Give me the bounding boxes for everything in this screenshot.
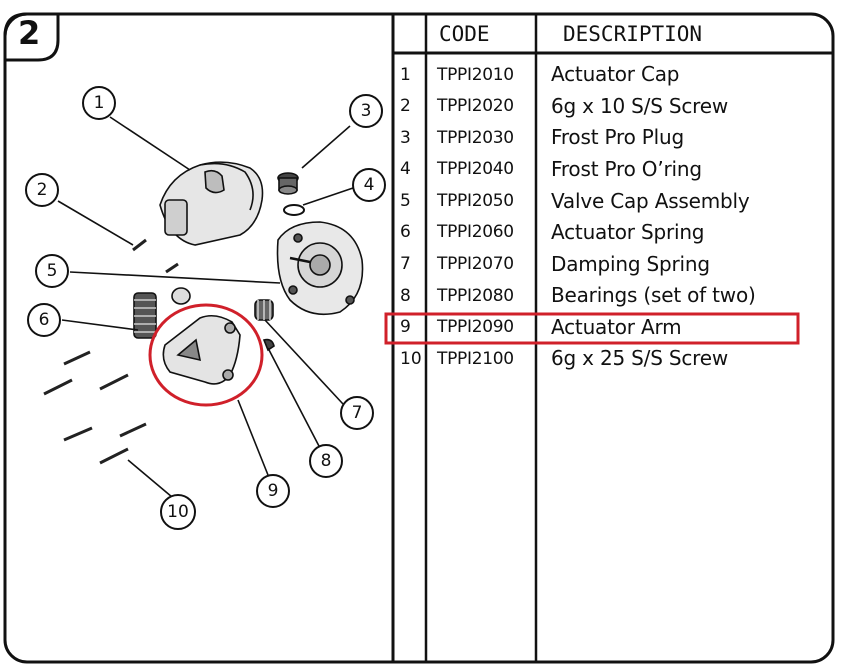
callout-labels: 1 2 3 4 5 6 7 8 9 10	[37, 93, 375, 522]
valve-cap-assembly-part	[276, 221, 364, 316]
row-2-description: 6g x 10 S/S Screw	[551, 94, 729, 118]
callout-label-8: 8	[321, 451, 332, 471]
row-3-num: 3	[400, 128, 411, 148]
table-header-code: CODE	[439, 22, 490, 46]
exploded-view	[43, 161, 364, 465]
callout-label-2: 2	[37, 180, 48, 200]
row-3-description: Frost Pro Plug	[551, 125, 684, 149]
row-10-code: TPPI2100	[437, 349, 514, 369]
bearing-part	[171, 287, 191, 305]
callouts	[25, 86, 386, 530]
row-5-code: TPPI2050	[437, 191, 514, 211]
row-7-num: 7	[400, 254, 411, 274]
row-2-code: TPPI2020	[437, 96, 514, 116]
damping-spring-part	[254, 299, 274, 321]
section-number: 2	[18, 14, 41, 52]
callout-label-6: 6	[39, 310, 50, 330]
highlight-part-circle	[148, 303, 264, 407]
row-4-code: TPPI2040	[437, 159, 514, 179]
actuator-cap-part	[159, 161, 264, 246]
frost-pro-plug-part	[277, 172, 299, 195]
row-8-num: 8	[400, 286, 411, 306]
row-9-num: 9	[400, 317, 411, 337]
leader-lines	[57, 116, 354, 498]
highlight-row-box	[384, 312, 800, 345]
row-5-description: Valve Cap Assembly	[551, 189, 750, 213]
callout-4	[352, 168, 386, 202]
callout-10	[160, 494, 196, 530]
row-7-description: Damping Spring	[551, 252, 710, 276]
callout-7	[340, 396, 374, 430]
callout-label-9: 9	[268, 481, 279, 501]
actuator-arm-part	[162, 314, 241, 385]
callout-1	[82, 86, 116, 120]
row-7-code: TPPI2070	[437, 254, 514, 274]
row-4-num: 4	[400, 159, 411, 179]
row-1-num: 1	[400, 65, 411, 85]
row-6-description: Actuator Spring	[551, 220, 705, 244]
table-header-description: DESCRIPTION	[563, 22, 703, 46]
outer-border	[3, 12, 835, 664]
row-1-code: TPPI2010	[437, 65, 514, 85]
row-10-num: 10	[400, 349, 422, 369]
callout-2	[25, 173, 59, 207]
row-5-num: 5	[400, 191, 411, 211]
callout-9	[256, 474, 290, 508]
section-number-tab	[3, 12, 60, 62]
bearing-half-part	[262, 338, 275, 352]
row-2-num: 2	[400, 96, 411, 116]
callout-label-10: 10	[167, 502, 189, 522]
callout-8	[309, 444, 343, 478]
callout-label-5: 5	[47, 261, 58, 281]
o-ring-part	[283, 204, 305, 216]
row-4-description: Frost Pro O’ring	[551, 157, 702, 181]
row-6-num: 6	[400, 222, 411, 242]
callout-5	[35, 254, 69, 288]
row-6-code: TPPI2060	[437, 222, 514, 242]
row-3-code: TPPI2030	[437, 128, 514, 148]
row-8-code: TPPI2080	[437, 286, 514, 306]
long-screw-parts	[43, 350, 147, 465]
callout-6	[27, 303, 61, 337]
row-9-description: Actuator Arm	[551, 315, 682, 339]
row-9-code: TPPI2090	[437, 317, 514, 337]
callout-label-4: 4	[364, 175, 375, 195]
row-10-description: 6g x 25 S/S Screw	[551, 346, 729, 370]
callout-label-3: 3	[361, 101, 372, 121]
callout-label-1: 1	[94, 93, 105, 113]
callout-3	[349, 94, 383, 128]
short-screw-parts	[132, 238, 179, 274]
actuator-spring-part	[133, 292, 157, 339]
row-1-description: Actuator Cap	[551, 62, 680, 86]
callout-label-7: 7	[352, 403, 363, 423]
row-8-description: Bearings (set of two)	[551, 283, 756, 307]
